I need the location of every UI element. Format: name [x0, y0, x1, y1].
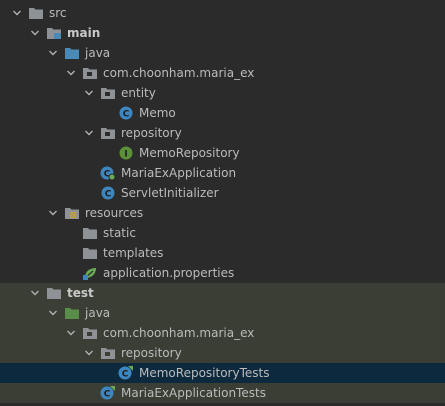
svg-text:C: C: [104, 170, 111, 180]
tree-node-resources[interactable]: resources: [0, 203, 445, 223]
chevron-down-icon[interactable]: [84, 128, 94, 138]
tree-node-package[interactable]: com.choonham.maria_ex: [0, 63, 445, 83]
svg-text:C: C: [123, 110, 130, 120]
tree-node-label: Memo: [139, 106, 176, 120]
tree-node-label: repository: [121, 126, 182, 140]
folder-icon: [28, 5, 44, 21]
chevron-down-icon[interactable]: [84, 348, 94, 358]
tree-node-label: java: [85, 306, 111, 320]
folder-icon: [82, 225, 98, 241]
folder-icon: [82, 245, 98, 261]
tree-node-memo-repository[interactable]: I MemoRepository: [0, 143, 445, 163]
tree-node-templates[interactable]: templates: [0, 243, 445, 263]
tree-node-application-properties[interactable]: application.properties: [0, 263, 445, 283]
tree-node-label: resources: [85, 206, 144, 220]
tree-node-label: repository: [121, 346, 182, 360]
test-folder-icon: [46, 285, 62, 301]
tree-node-memo[interactable]: C Memo: [0, 103, 445, 123]
tree-node-test[interactable]: test: [0, 283, 445, 303]
tree-node-memo-repository-tests[interactable]: C MemoRepositoryTests: [0, 363, 445, 383]
svg-text:C: C: [122, 370, 129, 380]
tree-node-label: application.properties: [103, 266, 235, 280]
chevron-down-icon[interactable]: [30, 28, 40, 38]
tree-node-maria-ex-application-tests[interactable]: C MariaExApplicationTests: [0, 383, 445, 403]
tree-node-test-java[interactable]: java: [0, 303, 445, 323]
tree-node-label: test: [67, 286, 94, 300]
tree-node-repository[interactable]: repository: [0, 123, 445, 143]
tree-node-maria-ex-application[interactable]: C MariaExApplication: [0, 163, 445, 183]
tree-node-label: src: [49, 6, 67, 20]
test-class-icon: C: [118, 365, 134, 381]
tree-node-servlet-initializer[interactable]: C ServletInitializer: [0, 183, 445, 203]
properties-file-icon: [82, 265, 98, 281]
tree-node-label: static: [103, 226, 136, 240]
tree-node-label: com.choonham.maria_ex: [103, 326, 255, 340]
chevron-down-icon[interactable]: [12, 8, 22, 18]
tree-node-test-repository[interactable]: repository: [0, 343, 445, 363]
package-icon: [82, 65, 98, 81]
tree-node-label: MemoRepository: [139, 146, 240, 160]
svg-text:C: C: [104, 390, 111, 400]
tree-node-label: MariaExApplication: [121, 166, 237, 180]
package-icon: [100, 125, 116, 141]
class-icon: C: [100, 185, 116, 201]
svg-text:I: I: [124, 150, 127, 160]
java-source-root-icon: [64, 45, 80, 61]
tree-node-label: com.choonham.maria_ex: [103, 66, 255, 80]
tree-node-label: ServletInitializer: [121, 186, 219, 200]
chevron-down-icon[interactable]: [84, 88, 94, 98]
tree-node-src[interactable]: src: [0, 3, 445, 23]
tree-node-test-package[interactable]: com.choonham.maria_ex: [0, 323, 445, 343]
tree-node-label: java: [85, 46, 111, 60]
chevron-down-icon[interactable]: [66, 328, 76, 338]
package-icon: [82, 325, 98, 341]
chevron-down-icon[interactable]: [48, 308, 58, 318]
chevron-down-icon[interactable]: [30, 288, 40, 298]
chevron-down-icon[interactable]: [48, 48, 58, 58]
tree-node-label: MariaExApplicationTests: [121, 386, 266, 400]
svg-text:C: C: [105, 190, 112, 200]
chevron-down-icon[interactable]: [48, 208, 58, 218]
test-source-root-icon: [64, 305, 80, 321]
tree-node-label: MemoRepositoryTests: [139, 366, 270, 380]
tree-node-label: main: [67, 26, 101, 40]
spring-boot-class-icon: C: [100, 165, 116, 181]
resources-root-icon: [64, 205, 80, 221]
tree-node-label: templates: [103, 246, 164, 260]
tree-node-entity[interactable]: entity: [0, 83, 445, 103]
package-icon: [100, 85, 116, 101]
package-icon: [100, 345, 116, 361]
chevron-down-icon[interactable]: [66, 68, 76, 78]
interface-icon: I: [118, 145, 134, 161]
test-class-icon: C: [100, 385, 116, 401]
tree-node-main[interactable]: main: [0, 23, 445, 43]
source-folder-icon: [46, 25, 62, 41]
class-icon: C: [118, 105, 134, 121]
tree-node-static[interactable]: static: [0, 223, 445, 243]
tree-node-java[interactable]: java: [0, 43, 445, 63]
tree-node-label: entity: [121, 86, 156, 100]
